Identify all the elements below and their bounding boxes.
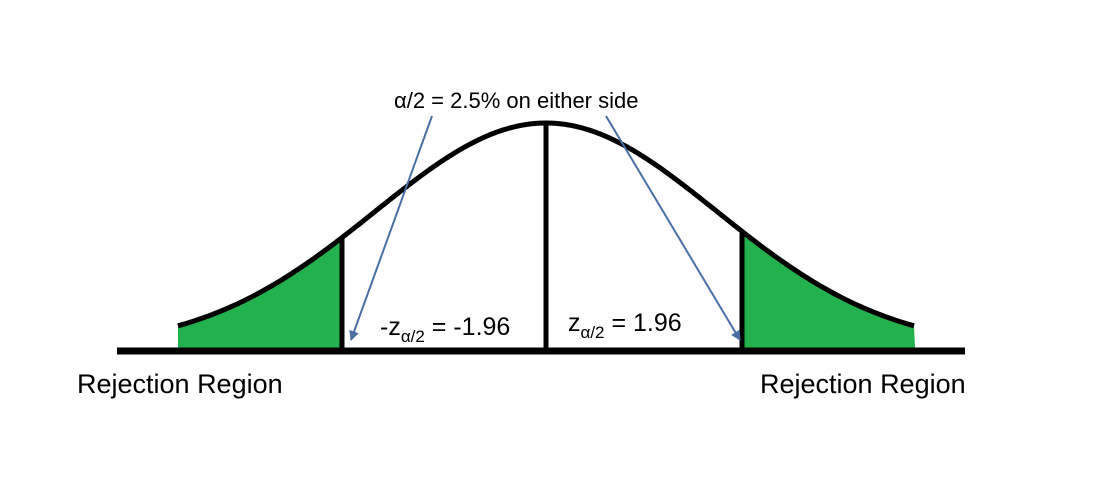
right-z-label: z xyxy=(568,309,581,337)
alpha-annotation-text: /2 = 2.5% on either side xyxy=(407,88,639,113)
left-z-subscript: α/2 xyxy=(401,327,425,346)
left-z-value: = -1.96 xyxy=(425,313,510,341)
right-pointer-arrow xyxy=(605,115,741,341)
alpha-symbol: α xyxy=(394,88,407,113)
right-rejection-area xyxy=(742,231,915,348)
right-rejection-label: Rejection Region xyxy=(760,369,966,399)
left-critical-value: -zα/2 = -1.96 xyxy=(380,313,510,346)
right-z-subscript: α/2 xyxy=(581,323,605,342)
right-z-value: = 1.96 xyxy=(605,309,682,337)
alpha-annotation: α/2 = 2.5% on either side xyxy=(394,88,638,113)
left-z-label: -z xyxy=(380,313,401,341)
right-critical-value: zα/2 = 1.96 xyxy=(568,309,682,342)
left-rejection-label: Rejection Region xyxy=(77,369,283,399)
left-pointer-arrow xyxy=(349,115,433,341)
